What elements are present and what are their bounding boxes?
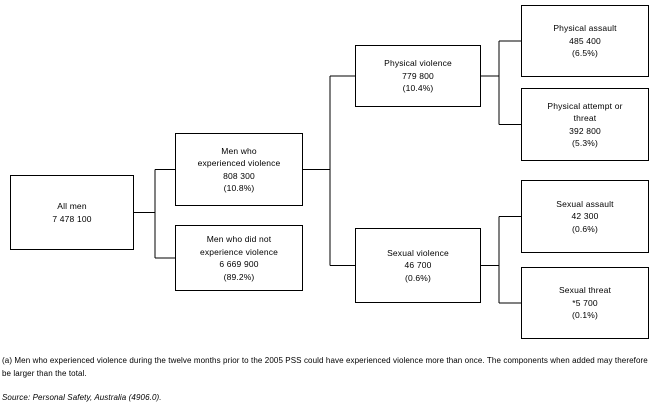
node-physical-assault-count: 485 400 — [569, 35, 601, 46]
node-physical-violence[interactable]: Physical violence 779 800 (10.4%) — [355, 45, 481, 107]
node-all-men[interactable]: All men 7 478 100 — [10, 175, 134, 250]
node-men-experienced-violence[interactable]: Men who experienced violence 808 300 (10… — [175, 133, 303, 206]
node-physical-assault[interactable]: Physical assault 485 400 (6.5%) — [521, 5, 649, 77]
node-men-not-experienced-violence[interactable]: Men who did not experience violence 6 66… — [175, 225, 303, 291]
node-not-experienced-label-line2: experience violence — [200, 246, 278, 257]
node-sexual-assault[interactable]: Sexual assault 42 300 (0.6%) — [521, 180, 649, 253]
node-not-experienced-label-line1: Men who did not — [206, 234, 272, 244]
connector-lines — [134, 40, 521, 304]
node-sexual-threat-label: Sexual threat — [558, 285, 612, 296]
node-all-men-count: 7 478 100 — [52, 213, 92, 224]
node-all-men-label: All men — [57, 201, 87, 211]
node-experienced-count: 808 300 — [223, 170, 255, 181]
node-physical-violence-label: Physical violence — [384, 58, 452, 69]
node-physical-violence-percent: (10.4%) — [402, 83, 434, 94]
node-physical-violence-count: 779 800 — [402, 70, 434, 81]
node-physical-threat-count: 392 800 — [569, 125, 601, 136]
node-physical-assault-percent: (6.5%) — [572, 48, 598, 59]
node-sexual-assault-count: 42 300 — [571, 211, 599, 222]
node-sexual-threat[interactable]: Sexual threat *5 700 (0.1%) — [521, 267, 649, 339]
footnote-text: (a) Men who experienced violence during … — [2, 356, 648, 378]
node-sexual-assault-label: Sexual assault — [556, 198, 614, 209]
node-sexual-threat-count: *5 700 — [572, 297, 598, 308]
node-experienced-percent: (10.8%) — [223, 183, 255, 193]
node-sexual-violence-label: Sexual violence — [387, 247, 449, 258]
node-experienced-label-line1: Men who — [221, 145, 257, 156]
node-physical-assault-label: Physical assault — [553, 23, 617, 34]
node-sexual-violence-count: 46 700 — [404, 260, 432, 271]
node-not-experienced-percent: (89.2%) — [223, 271, 255, 282]
node-experienced-label-line2: experienced violence — [197, 158, 281, 168]
node-physical-attempt-or-threat[interactable]: Physical attempt or threat 392 800 (5.3%… — [521, 88, 649, 161]
node-physical-threat-label-line1: Physical attempt or — [547, 100, 623, 111]
node-sexual-assault-percent: (0.6%) — [572, 223, 598, 234]
node-physical-threat-percent: (5.3%) — [572, 138, 598, 148]
node-sexual-threat-percent: (0.1%) — [572, 310, 598, 321]
node-sexual-violence-percent: (0.6%) — [405, 272, 431, 283]
node-not-experienced-count: 6 669 900 — [219, 259, 259, 269]
node-physical-threat-label-line2: threat — [573, 113, 597, 123]
flowchart-canvas: All men 7 478 100 Men who experienced vi… — [10, 5, 649, 339]
node-sexual-violence[interactable]: Sexual violence 46 700 (0.6%) — [355, 228, 481, 303]
source-text: Source: Personal Safety, Australia (4906… — [2, 393, 162, 402]
